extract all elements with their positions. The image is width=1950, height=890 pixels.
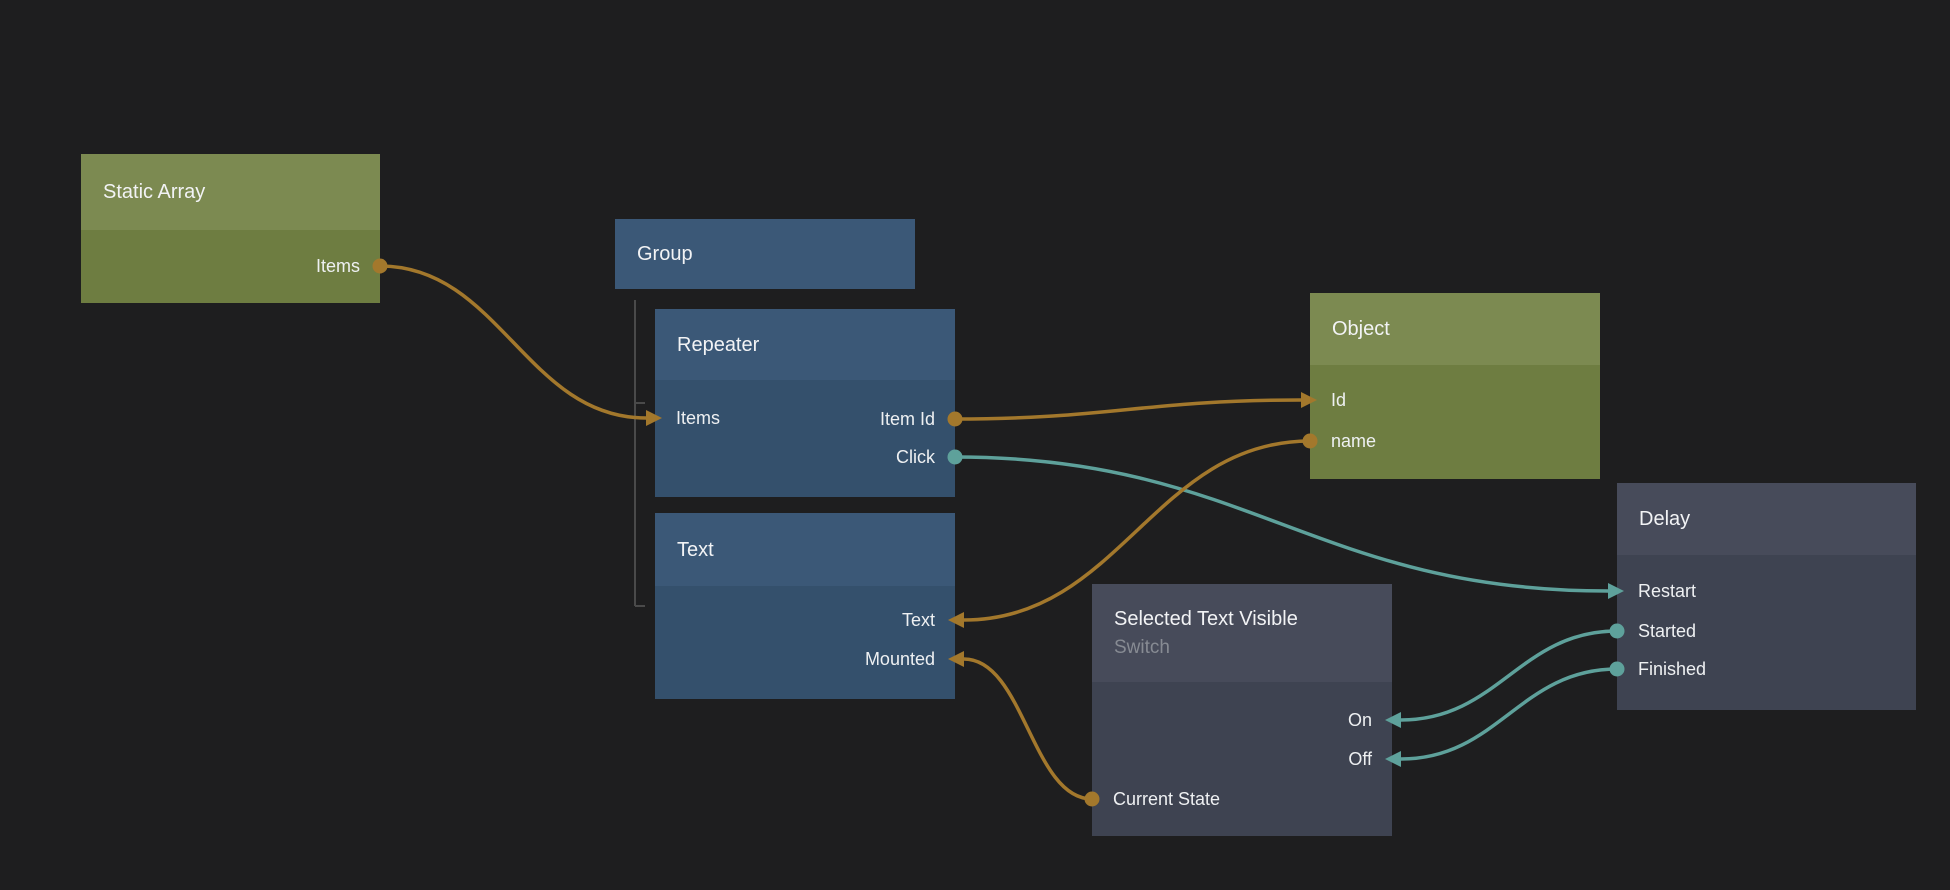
- node-group[interactable]: Group: [615, 219, 915, 289]
- node-title-group: Group: [637, 243, 693, 265]
- port-label-object-id: Id: [1331, 390, 1347, 410]
- node-header-delay[interactable]: Delay: [1617, 483, 1916, 555]
- node-header-object[interactable]: Object: [1310, 293, 1600, 365]
- port-label-repeater-items: Items: [676, 408, 721, 428]
- node-title-static-array: Static Array: [103, 181, 206, 203]
- node-title-object: Object: [1332, 318, 1390, 340]
- node-title-repeater: Repeater: [677, 333, 760, 356]
- port-label-object-name: name: [1331, 431, 1377, 451]
- port-label-delay-finished: Finished: [1638, 659, 1707, 679]
- port-label-switch-on: On: [1347, 710, 1372, 730]
- node-header-repeater[interactable]: Repeater: [655, 309, 955, 380]
- node-header-static-array[interactable]: Static Array: [81, 154, 380, 230]
- node-title-text: Text: [677, 538, 714, 561]
- port-label-switch-off: Off: [1348, 749, 1372, 769]
- port-label-repeater-item-id: Item Id: [879, 409, 935, 429]
- port-label-text-text: Text: [901, 610, 935, 630]
- port-label-delay-started: Started: [1638, 621, 1697, 641]
- port-label-text-mounted: Mounted: [864, 649, 935, 669]
- node-subtitle-switch: Switch: [1114, 637, 1170, 658]
- node-header-text[interactable]: Text: [655, 513, 955, 586]
- node-title-switch: Selected Text Visible: [1114, 608, 1298, 630]
- node-header-group[interactable]: Group: [615, 219, 915, 289]
- port-label-repeater-click: Click: [896, 447, 935, 467]
- node-title-delay: Delay: [1639, 508, 1691, 530]
- port-label-delay-restart: Restart: [1638, 581, 1697, 601]
- port-label-static-array-items: Items: [315, 256, 360, 276]
- port-label-switch-current-state: Current State: [1113, 789, 1221, 809]
